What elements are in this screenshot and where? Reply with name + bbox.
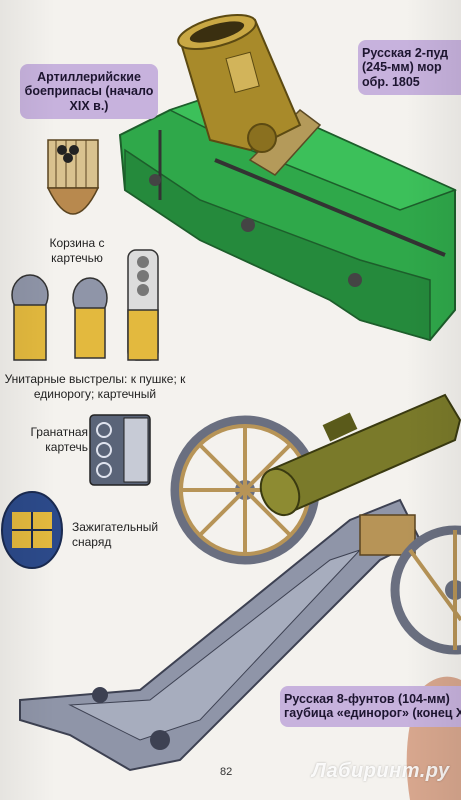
trail-hole bbox=[150, 730, 170, 750]
caption-grenade: Гранатная картечь bbox=[30, 425, 88, 454]
trail-hole bbox=[92, 687, 108, 703]
ammo-illustrations bbox=[1, 139, 159, 569]
iron-ring bbox=[241, 218, 255, 232]
caption-unitary: Унитарные выстрелы: к пушке; к единорогу… bbox=[4, 372, 186, 401]
caption-basket: Корзина с картечью bbox=[49, 236, 105, 265]
unitary-round-canister-icon bbox=[127, 249, 159, 361]
howitzer-illustration bbox=[19, 393, 461, 800]
iron-band bbox=[214, 158, 446, 257]
howitzer-wheel-right bbox=[390, 525, 461, 655]
mortar-barrel bbox=[177, 13, 302, 153]
iron-ring bbox=[149, 174, 161, 186]
ammo-title: Артиллерийские боеприпасы (начало XIX в.… bbox=[20, 64, 158, 120]
unitary-round-unicorn-icon bbox=[72, 277, 108, 359]
caption-incendiary: Зажигательный снаряд bbox=[72, 520, 159, 549]
basket-grapeshot-icon bbox=[46, 139, 100, 215]
page-number: 82 bbox=[220, 766, 233, 778]
iron-ring bbox=[348, 273, 362, 287]
watermark: Лабиринт.ру bbox=[312, 760, 450, 782]
grenade-canister-icon bbox=[89, 414, 151, 486]
mortar-illustration bbox=[118, 13, 457, 342]
howitzer-title: Русская 8-фунтов (104-мм) гаубица «едино… bbox=[280, 686, 461, 727]
howitzer-barrel bbox=[259, 393, 461, 517]
mortar-title: Русская 2-пуд (245-мм) мор обр. 1805 bbox=[358, 40, 461, 96]
mortar-carriage-side bbox=[124, 148, 431, 341]
incendiary-shell-icon bbox=[1, 491, 63, 569]
unitary-round-cannon-icon bbox=[11, 274, 49, 361]
